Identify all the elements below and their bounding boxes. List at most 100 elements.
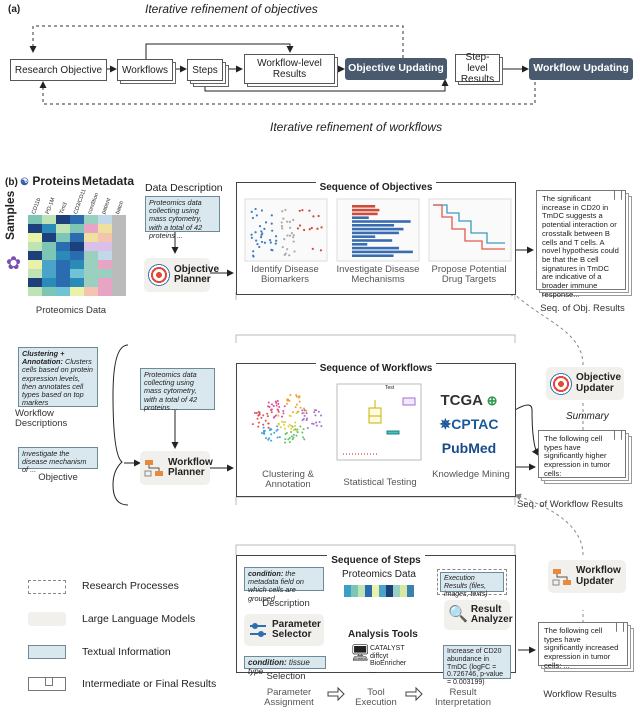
tsne-dot bbox=[275, 401, 278, 404]
bar bbox=[352, 205, 376, 208]
tsne-dot bbox=[266, 415, 269, 418]
volcano-dot bbox=[286, 234, 289, 237]
research-objective-box: Research Objective bbox=[10, 59, 107, 81]
heatmap-cell bbox=[28, 269, 42, 278]
legend-swatch-textual bbox=[28, 645, 66, 659]
tsne-dot bbox=[295, 429, 298, 432]
summary-label: Summary bbox=[566, 411, 609, 422]
tsne-dot bbox=[315, 409, 318, 412]
part-a-label: (a) bbox=[8, 4, 21, 15]
workflow-updater: Workflow Updater bbox=[548, 560, 626, 593]
objective-planner: Objective Planner bbox=[144, 258, 219, 292]
heatmap-cell bbox=[56, 215, 70, 224]
tsne-dot bbox=[301, 409, 304, 412]
tsne-dot bbox=[295, 412, 298, 415]
volcano-dot bbox=[301, 209, 304, 212]
bar bbox=[352, 216, 369, 219]
tsne-dot bbox=[277, 423, 280, 426]
heatmap-cell bbox=[112, 224, 126, 233]
volcano-dot bbox=[280, 221, 283, 224]
heatmap-cell bbox=[56, 233, 70, 242]
legend-large-language-models: Large Language Models bbox=[82, 613, 196, 625]
tsne-dot bbox=[257, 425, 260, 428]
tsne-dot bbox=[267, 405, 270, 408]
bar bbox=[352, 227, 404, 231]
obj-results-caption: Seq. of Obj. Results bbox=[540, 303, 625, 314]
tsne-dot bbox=[295, 403, 298, 406]
data-description-title: Data Description bbox=[145, 182, 223, 194]
computer-icon: 🖥 bbox=[350, 645, 371, 662]
volcano-dot bbox=[298, 224, 302, 227]
tsne-dot bbox=[277, 410, 280, 413]
sequence-of-objectives: Sequence of Objectives Identify Disease … bbox=[236, 182, 516, 295]
volcano-dot bbox=[269, 241, 272, 244]
strip-cell bbox=[393, 585, 400, 597]
tsne-dot bbox=[263, 429, 266, 432]
legend-swatch-llm bbox=[28, 612, 66, 626]
tsne-dot bbox=[284, 438, 287, 441]
volcano-dot bbox=[289, 226, 292, 229]
heatmap-cell bbox=[28, 224, 42, 233]
heatmap-cell bbox=[70, 260, 84, 269]
bar bbox=[352, 246, 399, 250]
heatmap-cell bbox=[112, 251, 126, 260]
heatmap-cell bbox=[56, 251, 70, 260]
proteomics-data-label: Proteomics Data bbox=[342, 569, 416, 580]
workflow-descriptions-caption: Workflow Descriptions bbox=[15, 408, 68, 430]
volcano-dot bbox=[316, 227, 319, 230]
tsne-dot bbox=[257, 421, 260, 424]
workflow-item-1: Clustering & Annotation bbox=[262, 469, 314, 491]
tsne-dot bbox=[283, 423, 286, 426]
workflow-description-note: Clustering + Annotation: Clusters cells … bbox=[18, 347, 98, 407]
workflow-item-2: Statistical Testing bbox=[343, 477, 417, 488]
volcano-dot bbox=[254, 231, 257, 234]
heatmap-cell bbox=[98, 242, 112, 251]
heatmap-cell bbox=[70, 251, 84, 260]
tsne-dot bbox=[301, 419, 304, 422]
tsne-dot bbox=[267, 426, 270, 429]
volcano-dot bbox=[281, 245, 284, 249]
heatmap-cell bbox=[28, 260, 42, 269]
tsne-dot bbox=[290, 424, 293, 427]
heatmap-cell bbox=[70, 278, 84, 287]
volcano-dot bbox=[288, 254, 291, 257]
strip-cell bbox=[344, 585, 351, 597]
tsne-dot bbox=[282, 410, 285, 413]
heatmap-cell bbox=[28, 251, 42, 260]
tsne-dot bbox=[288, 399, 291, 402]
tsne-dot bbox=[276, 425, 279, 428]
bottom-arrow-label: Iterative refinement of workflows bbox=[270, 120, 443, 134]
volcano-dot bbox=[274, 235, 278, 238]
tsne-dot bbox=[262, 426, 265, 429]
strip-cell bbox=[379, 585, 386, 597]
heatmap-cell bbox=[28, 242, 42, 251]
heatmap-cell bbox=[56, 287, 70, 296]
heatmap-cell bbox=[112, 287, 126, 296]
tsne-dot bbox=[270, 411, 273, 414]
tsne-dot bbox=[276, 399, 279, 402]
heatmap-cell bbox=[42, 224, 56, 233]
objective-updating-box: Objective Updating bbox=[345, 58, 447, 80]
tsne-dot bbox=[299, 425, 302, 428]
heatmap-cell bbox=[56, 260, 70, 269]
volcano-dot bbox=[263, 241, 267, 244]
tsne-dot bbox=[269, 409, 272, 412]
tsne-dot bbox=[292, 436, 295, 439]
proteomics-heatmap bbox=[28, 215, 126, 297]
volcano-dot bbox=[259, 236, 263, 239]
tsne-dot bbox=[272, 416, 275, 419]
tsne-dot bbox=[263, 432, 266, 435]
tsne-dot bbox=[272, 405, 275, 408]
pubmed-logo: PubMed bbox=[441, 440, 497, 456]
result-analyzer: 🔍Result Analyzer bbox=[444, 600, 513, 630]
tsne-dot bbox=[295, 395, 298, 398]
tsne-dot bbox=[256, 417, 259, 420]
tsne-dot bbox=[264, 419, 267, 422]
heatmap-cell bbox=[56, 224, 70, 233]
tsne-dot bbox=[277, 402, 280, 405]
sequence-of-workflows-title: Sequence of Workflows bbox=[237, 363, 515, 374]
volcano-dot bbox=[292, 218, 295, 222]
objective-note: Investigate the disease mechanism of ... bbox=[18, 447, 98, 474]
